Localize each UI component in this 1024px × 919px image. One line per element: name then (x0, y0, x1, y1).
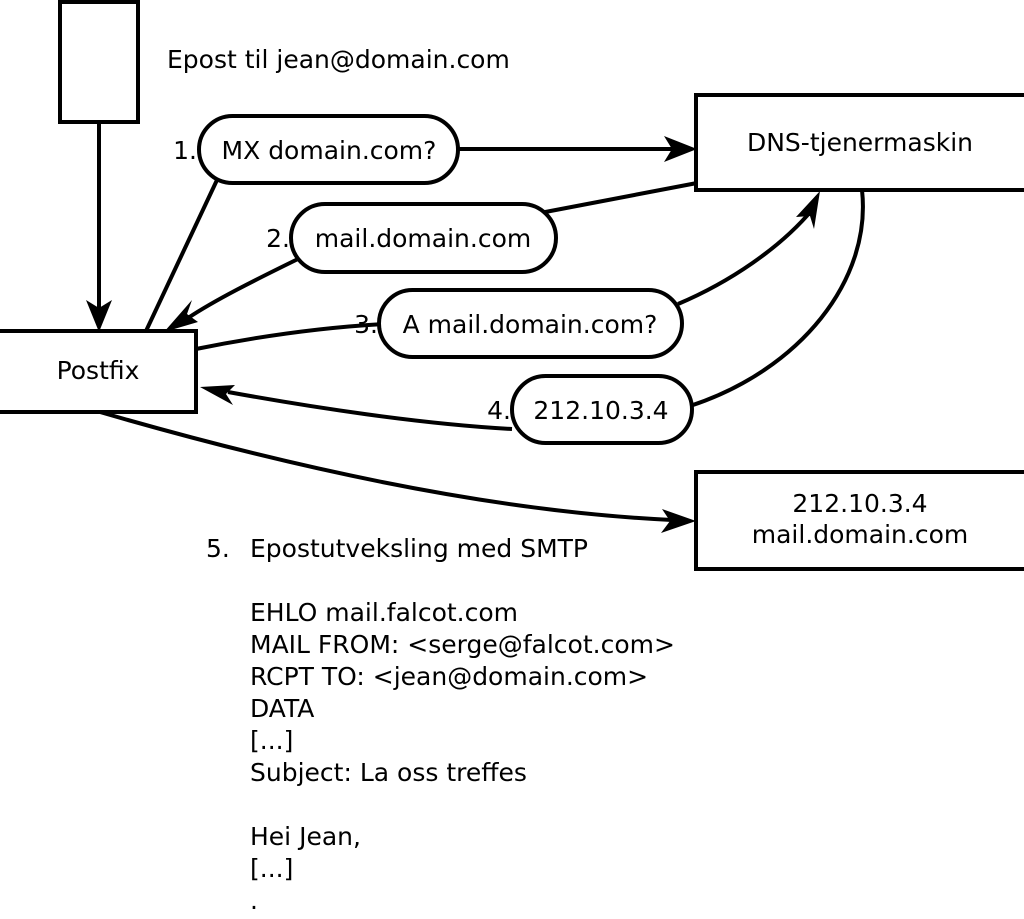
step-5-label: Epostutveksling med SMTP (250, 534, 588, 563)
edge-step1-mx-query (458, 136, 697, 162)
bubble-step1-shape (197, 114, 460, 185)
bubble-step-3: A mail.domain.com? 3. (354, 288, 684, 359)
smtp-line: [...] (250, 726, 293, 755)
bubble-step3-label: A mail.domain.com? (403, 310, 658, 339)
step-number-5: 5. (206, 534, 230, 563)
arrowhead-step1 (664, 136, 697, 162)
bubble-step2-shape (289, 202, 558, 274)
edge-step3-from-postfix (195, 322, 385, 351)
node-mail-server: 212.10.3.4 mail.domain.com (694, 470, 1024, 571)
arrowhead-step2 (164, 300, 198, 332)
smtp-line: MAIL FROM: <serge@falcot.com> (250, 630, 675, 659)
edge-step2-from-dns (539, 181, 698, 215)
dns-server-label: DNS-tjenermaskin (747, 128, 973, 157)
edge-step5-smtp (99, 410, 696, 533)
smtp-line: Subject: La oss treffes (250, 758, 527, 787)
step-5-group: 5. Epostutveksling med SMTP (206, 534, 588, 563)
postfix-label: Postfix (57, 356, 140, 385)
bubble-step2-label: mail.domain.com (315, 224, 531, 253)
dns-server-box (694, 93, 1024, 192)
edge-step2-to-postfix (164, 256, 301, 332)
postfix-box (0, 329, 198, 414)
step-number-4: 4. (487, 396, 511, 425)
smtp-line: [...] (250, 854, 293, 883)
edge-step4-from-dns (689, 189, 865, 408)
edge-step1-tail (144, 179, 219, 332)
step-number-1: 1. (173, 136, 197, 165)
arrowhead-step5 (661, 509, 696, 533)
arrowhead-step4 (200, 385, 235, 405)
arrowhead-client-postfix (86, 300, 112, 332)
smtp-line: EHLO mail.falcot.com (250, 598, 518, 627)
bubble-step4-shape (510, 374, 694, 445)
mail-server-hostname: mail.domain.com (752, 520, 968, 549)
arrowhead-step3 (796, 191, 820, 229)
bubble-step-1: MX domain.com? 1. (173, 114, 460, 185)
node-client (58, 0, 140, 124)
step-number-3: 3. (354, 310, 378, 339)
client-box (58, 0, 140, 124)
edge-step3-to-dns (677, 191, 820, 306)
edge-step4-to-postfix (200, 385, 513, 431)
bubble-step1-label: MX domain.com? (222, 136, 437, 165)
smtp-line: Hei Jean, (250, 822, 361, 851)
smtp-line: RCPT TO: <jean@domain.com> (250, 662, 648, 691)
mail-server-ip: 212.10.3.4 (792, 489, 927, 518)
smtp-line: DATA (250, 694, 314, 723)
bubble-step-2: mail.domain.com 2. (266, 202, 558, 274)
step-number-2: 2. (266, 224, 290, 253)
node-dns-server: DNS-tjenermaskin (694, 93, 1024, 192)
bubble-step4-label: 212.10.3.4 (533, 396, 668, 425)
smtp-transcript: EHLO mail.falcot.com MAIL FROM: <serge@f… (250, 598, 675, 915)
mail-server-box (694, 470, 1024, 571)
bubble-step-4: 212.10.3.4 4. (487, 374, 694, 445)
bubble-step3-shape (377, 288, 684, 359)
edge-client-to-postfix (86, 122, 112, 332)
node-postfix: Postfix (0, 329, 198, 414)
title-note: Epost til jean@domain.com (167, 45, 510, 74)
smtp-line: . (250, 886, 258, 915)
